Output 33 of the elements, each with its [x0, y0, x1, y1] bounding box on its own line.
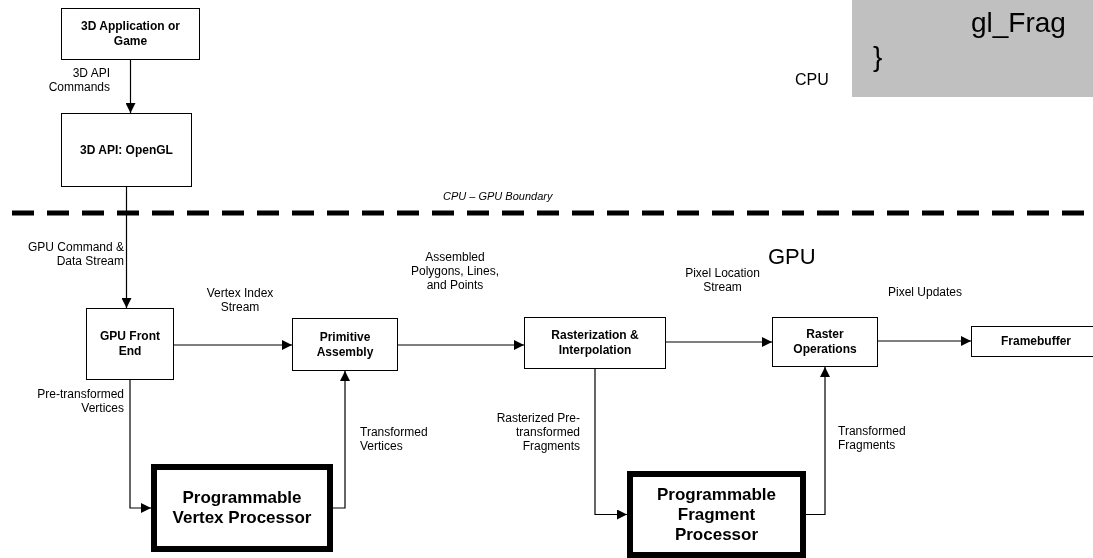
- process-box: [151, 464, 333, 552]
- process-box: [627, 471, 806, 558]
- process-box: [292, 318, 398, 371]
- box-label: 3D API: OpenGL: [80, 142, 173, 158]
- box-label: Primitive Assembly: [315, 329, 375, 360]
- process-box: [971, 326, 1093, 357]
- code-panel: [852, 0, 1093, 97]
- code-line: gl_Frag: [971, 6, 1066, 40]
- process-box: [61, 113, 192, 187]
- arrow: [397, 340, 525, 350]
- arrow: [129, 379, 152, 513]
- box-label: Programmable Fragment Processor: [655, 484, 777, 545]
- arrow: [173, 340, 293, 350]
- box-label: Rasterization & Interpolation: [550, 328, 640, 358]
- box-label: Programmable Vertex Processor: [171, 488, 313, 528]
- boundary-label: CPU – GPU Boundary: [443, 190, 553, 204]
- arrow: [121, 186, 132, 309]
- edge-label: Pixel Updates: [885, 285, 965, 299]
- box-label: Framebuffer: [1001, 334, 1071, 349]
- box-label: Raster Operations: [792, 327, 858, 357]
- arrow: [665, 337, 773, 347]
- process-box: [86, 308, 174, 380]
- process-box: [524, 317, 666, 369]
- arrow: [877, 336, 972, 346]
- box-label: GPU Front End: [99, 329, 161, 359]
- arrow: [594, 368, 628, 520]
- process-box: [772, 317, 878, 367]
- process-box: [61, 8, 200, 60]
- arrow: [805, 366, 830, 516]
- code-line: }: [873, 40, 883, 74]
- box-label: 3D Application or Game: [80, 19, 181, 49]
- arrow: [332, 370, 350, 509]
- arrow: [125, 59, 136, 114]
